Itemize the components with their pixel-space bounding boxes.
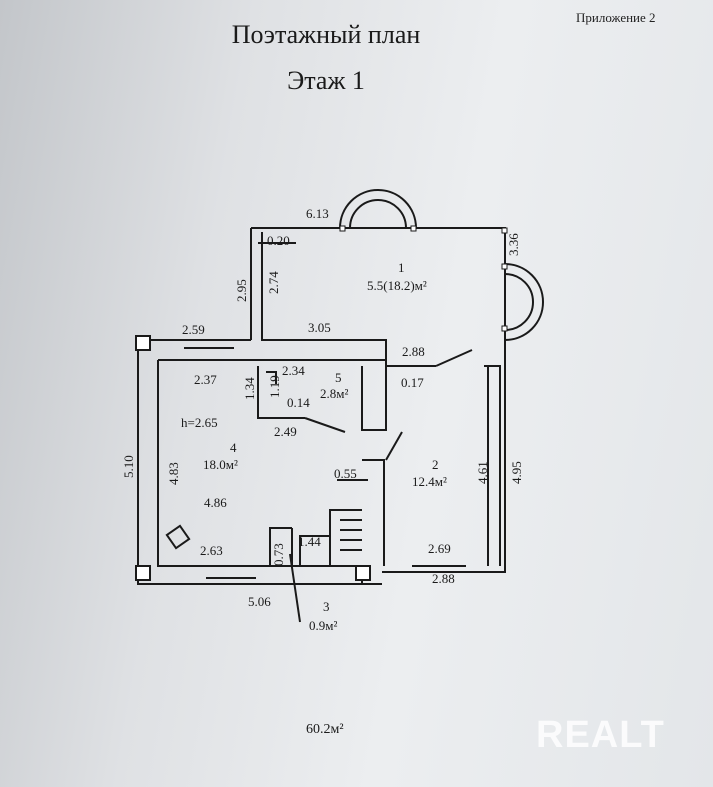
room-4-area: 18.0м² xyxy=(203,457,238,472)
room-5-area: 2.8м² xyxy=(320,386,348,401)
dimension-label: 2.95 xyxy=(234,279,249,302)
porch-right xyxy=(504,263,544,341)
dimension-label: 2.74 xyxy=(266,271,281,294)
leader-line xyxy=(289,553,301,623)
dimension-label: 2.59 xyxy=(182,322,205,337)
dimension-label: 2.34 xyxy=(282,363,305,378)
pillar xyxy=(355,565,371,581)
room-2-number: 2 xyxy=(432,457,439,472)
floor-title: Этаж 1 xyxy=(287,66,365,95)
door-swing xyxy=(435,349,473,367)
dimension-label: 0.55 xyxy=(334,466,357,481)
dimension-label: 3.36 xyxy=(506,233,521,256)
dimension-label: 0.20 xyxy=(267,233,290,248)
dimension-label: 2.69 xyxy=(428,541,451,556)
dimension-label: 1.19 xyxy=(267,375,282,398)
dimension-label: 0.73 xyxy=(271,543,286,566)
porch-top xyxy=(339,189,417,229)
dimension-label: 5.06 xyxy=(248,594,271,609)
dimension-label: 4.83 xyxy=(166,462,181,485)
room-5-wall xyxy=(257,366,387,433)
dimension-label: 4.95 xyxy=(509,461,524,484)
dimension-label: 3.05 xyxy=(308,320,331,335)
room-5-number: 5 xyxy=(335,370,342,385)
porch-right-inner xyxy=(504,273,534,331)
window-left-top xyxy=(184,347,234,361)
room-2-right-wall xyxy=(484,365,501,566)
room-3-number: 3 xyxy=(323,599,330,614)
dimension-label: 4.86 xyxy=(204,495,227,510)
height-label: h=2.65 xyxy=(181,415,218,430)
window-right-bottom xyxy=(412,565,466,573)
page-title: Поэтажный план xyxy=(231,20,421,49)
dimension-label: 0.14 xyxy=(287,395,310,410)
partition-wall xyxy=(362,459,385,566)
main-inner-wall xyxy=(157,359,386,584)
dimension-label: 2.37 xyxy=(194,372,217,387)
total-area: 60.2м² xyxy=(306,722,344,737)
dimension-label: 0.17 xyxy=(401,375,424,390)
room-1-number: 1 xyxy=(398,260,405,275)
room-4-number: 4 xyxy=(230,440,237,455)
dimension-label: 2.88 xyxy=(432,571,455,586)
watermark-logo: REALT xyxy=(536,714,665,756)
room-1-area: 5.5(18.2)м² xyxy=(367,278,427,293)
dimension-label: 2.49 xyxy=(274,424,297,439)
pillar xyxy=(135,565,151,581)
staircase-steps xyxy=(329,510,362,566)
dimension-label: 1.34 xyxy=(242,377,257,400)
dimension-label: 4.61 xyxy=(475,461,490,484)
door-marker xyxy=(266,371,277,384)
dimension-label: 6.13 xyxy=(306,206,329,221)
dimension-label: 5.10 xyxy=(121,455,136,478)
window-bottom xyxy=(206,565,256,579)
appendix-label: Приложение 2 xyxy=(576,10,656,25)
room-2-area: 12.4м² xyxy=(412,474,447,489)
dimension-label: 2.63 xyxy=(200,543,223,558)
stove-symbol xyxy=(165,524,191,550)
porch-top-inner xyxy=(349,199,407,229)
room-1-inner-line xyxy=(261,232,436,367)
dimension-label: 1.44 xyxy=(298,534,321,549)
dimension-label: 2.88 xyxy=(402,344,425,359)
room-3-area: 0.9м² xyxy=(309,618,337,633)
door-swing xyxy=(385,431,403,461)
pillar xyxy=(135,335,151,351)
